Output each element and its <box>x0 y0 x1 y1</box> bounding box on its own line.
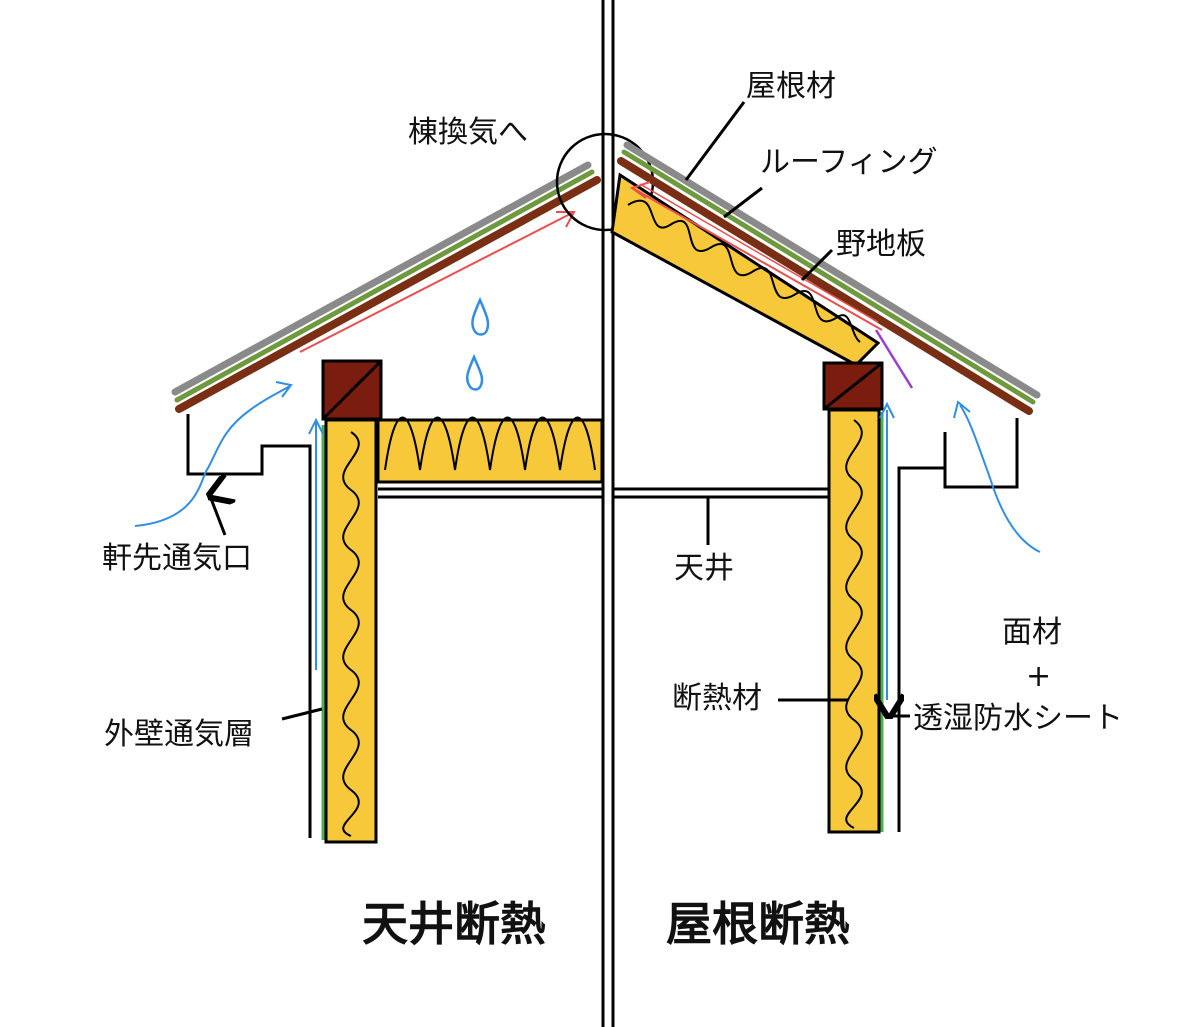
attic-airflow-red-arrowhead <box>556 211 576 228</box>
left-roof-layers <box>171 161 601 413</box>
label-eave-vent: 軒先通気口 <box>102 541 252 576</box>
roof-vent-airflow-red <box>633 188 883 331</box>
ceiling-batt-insulation <box>376 418 604 484</box>
right-wall-insulation-squiggle <box>845 419 863 829</box>
wall-air-layer-pointer <box>281 707 323 721</box>
left-wall-airflow-arrowhead <box>308 417 324 435</box>
left-eave-airflow <box>134 385 291 527</box>
left-roof-material <box>171 161 592 396</box>
eave-vent-pointer <box>210 496 225 536</box>
rafter-insulation-squiggle <box>627 199 861 343</box>
left-eave-airflow-arrowhead <box>275 381 293 398</box>
right-roofing <box>621 149 1036 405</box>
right-top-plate <box>822 361 884 411</box>
label-roof-material: 屋根材 <box>746 69 836 104</box>
roof-insulation-side <box>610 101 1041 834</box>
ceiling-insulation-side <box>134 161 604 844</box>
right-roof-layers <box>617 141 1041 415</box>
right-eave-airflow <box>959 404 1041 553</box>
roofing-pointer <box>723 186 763 219</box>
roof-material-pointer <box>684 101 746 181</box>
left-roofing <box>174 169 595 403</box>
label-sheathing: 野地板 <box>836 227 926 262</box>
left-wall-insulation-squiggle <box>342 431 360 837</box>
roof-seal-line <box>874 329 914 389</box>
right-wall-airflow-arrowhead <box>879 401 895 419</box>
labels: 棟換気へ 屋根材 ルーフィング 野地板 軒先通気口 天井 面材 + 透湿防水シー… <box>102 69 1123 951</box>
condensation-drop-icon <box>465 353 484 391</box>
roof-vent-airflow-red-arrowhead <box>629 181 651 199</box>
title-roof-insulation: 屋根断熱 <box>666 897 850 951</box>
label-breathable-sheet: 透湿防水シート <box>913 701 1123 736</box>
left-eave-soffit <box>186 414 312 838</box>
left-top-plate <box>321 359 383 421</box>
ceiling-batt-squiggle <box>384 416 596 471</box>
right-eave-airflow-arrowhead <box>953 400 971 419</box>
roof-vent-airflow-red-2 <box>639 183 879 323</box>
right-wall-insulation <box>827 408 881 834</box>
label-face-material: 面材 <box>1002 615 1062 650</box>
attic-airflow-red <box>299 212 573 353</box>
label-to-ridge-vent: 棟換気へ <box>408 115 528 150</box>
right-ceiling-board <box>614 487 829 499</box>
condensation-drop-icon <box>471 296 490 336</box>
title-ceiling-insulation: 天井断熱 <box>362 897 546 951</box>
right-roof-material <box>623 141 1041 399</box>
label-ceiling: 天井 <box>674 551 734 586</box>
label-roofing: ルーフィング <box>760 145 938 180</box>
left-wall-insulation <box>324 418 378 844</box>
label-insulation: 断熱材 <box>672 681 762 716</box>
left-ceiling-board <box>378 487 602 499</box>
label-plus: + <box>1026 659 1051 694</box>
left-sheathing <box>175 176 601 413</box>
center-divider <box>601 0 615 1027</box>
sheathing-pointer <box>800 248 834 282</box>
right-sheathing <box>617 157 1033 415</box>
right-eave-soffit <box>897 418 1019 832</box>
label-wall-air-layer: 外壁通気層 <box>104 717 254 752</box>
